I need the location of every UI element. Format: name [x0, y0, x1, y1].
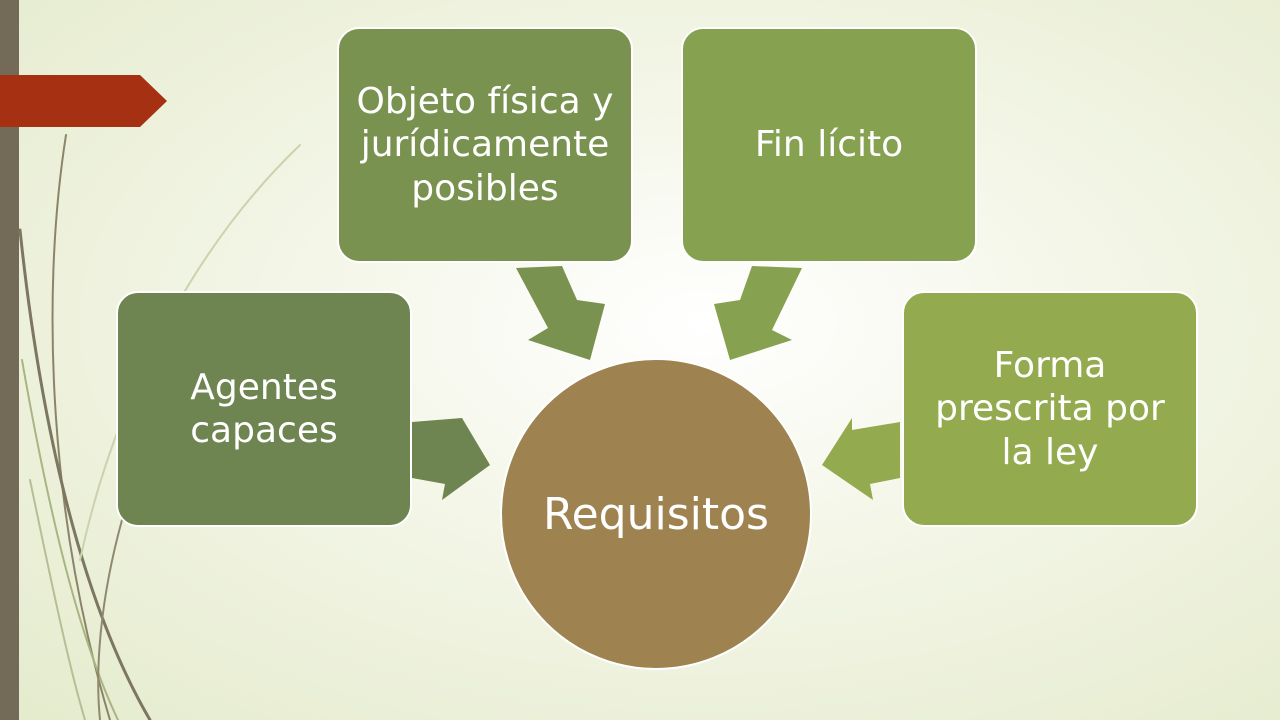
arrow-fin — [714, 266, 802, 360]
node-agentes-label: Agentes capaces — [190, 366, 338, 451]
arrows — [412, 266, 900, 500]
node-forma-label: Forma prescrita por la ley — [935, 345, 1165, 473]
arrow-objeto — [516, 266, 605, 360]
node-fin-licito: Fin lícito — [681, 27, 977, 263]
center-label: Requisitos — [543, 488, 769, 540]
node-fin-label: Fin lícito — [754, 124, 904, 166]
grass-strokes — [18, 134, 301, 720]
node-agentes-capaces: Agentes capaces — [116, 291, 412, 527]
side-bar — [0, 0, 19, 720]
node-forma-prescrita: Forma prescrita por la ley — [902, 291, 1198, 527]
node-objeto: Objeto física y jurídicamente posibles — [337, 27, 633, 263]
center-circle: Requisitos — [500, 358, 812, 670]
arrow-agentes — [412, 418, 490, 500]
arrow-forma — [822, 418, 900, 500]
accent-tab — [0, 75, 167, 127]
node-objeto-label: Objeto física y jurídicamente posibles — [356, 81, 614, 209]
